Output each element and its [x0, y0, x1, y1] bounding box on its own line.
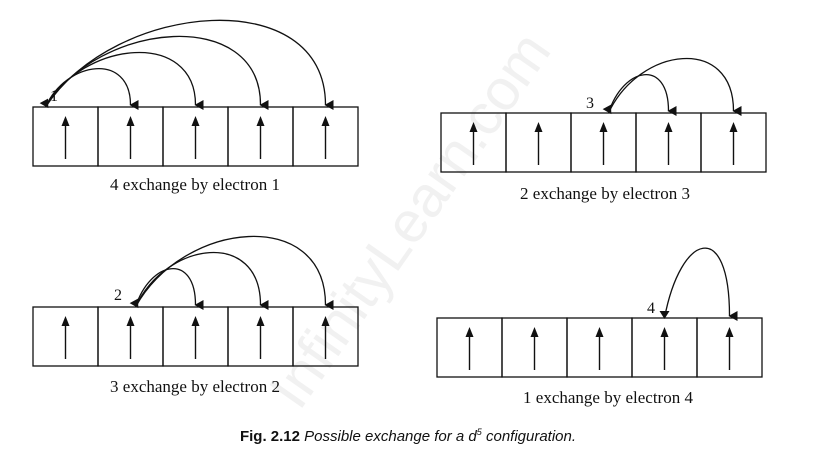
caption-main: Possible exchange for a d	[304, 428, 477, 445]
spin-up-arrowhead	[729, 122, 738, 132]
spin-up-arrowhead	[725, 327, 734, 337]
start-label-electron-3: 3	[586, 95, 594, 112]
spin-up-arrowhead	[660, 327, 669, 337]
spin-up-arrowhead	[126, 316, 135, 326]
spin-up-arrowhead	[61, 116, 70, 126]
spin-up-arrowhead	[191, 116, 200, 126]
spin-up-arrowhead	[595, 327, 604, 337]
caption-superscript: 5	[476, 427, 482, 437]
caption-electron-3: 2 exchange by electron 3	[520, 184, 690, 203]
figure-caption-text: Possible exchange for a d5 configuration…	[304, 427, 577, 445]
start-electron-arrowhead	[602, 104, 612, 115]
figure-number: Fig. 2.12	[239, 428, 300, 445]
start-label-electron-2: 2	[114, 287, 122, 304]
spin-up-arrowhead	[530, 327, 539, 337]
exchange-arc	[44, 68, 139, 110]
exchange-arc	[134, 251, 269, 310]
spin-up-arrowhead	[599, 122, 608, 132]
exchange-arc	[607, 74, 677, 116]
spin-up-arrowhead	[469, 122, 478, 132]
exchange-arc	[607, 57, 742, 116]
caption-electron-2: 3 exchange by electron 2	[110, 377, 280, 396]
exchange-arc	[134, 235, 334, 310]
spin-up-arrowhead	[664, 122, 673, 132]
spin-up-arrowhead	[534, 122, 543, 132]
caption-suffix: configuration.	[481, 428, 577, 445]
spin-up-arrowhead	[61, 316, 70, 326]
figure-caption: Fig. 2.12 Possible exchange for a d5 con…	[240, 427, 576, 445]
start-electron-arrowhead	[39, 98, 49, 109]
spin-up-arrowhead	[256, 116, 265, 126]
spin-up-arrowhead	[321, 316, 330, 326]
spin-up-arrowhead	[321, 116, 330, 126]
exchange-arc	[44, 19, 334, 110]
start-electron-arrowhead	[129, 298, 139, 309]
spin-up-arrowhead	[191, 316, 200, 326]
start-electron-arrowhead	[659, 311, 670, 319]
spin-up-arrowhead	[465, 327, 474, 337]
spin-up-arrowhead	[126, 116, 135, 126]
spin-up-arrowhead	[256, 316, 265, 326]
caption-electron-1: 4 exchange by electron 1	[110, 175, 280, 194]
start-label-electron-4: 4	[647, 300, 655, 317]
caption-electron-4: 1 exchange by electron 4	[523, 388, 693, 407]
start-label-electron-1: 1	[50, 88, 58, 105]
exchange-arc	[134, 268, 204, 310]
exchange-arc	[663, 247, 738, 321]
